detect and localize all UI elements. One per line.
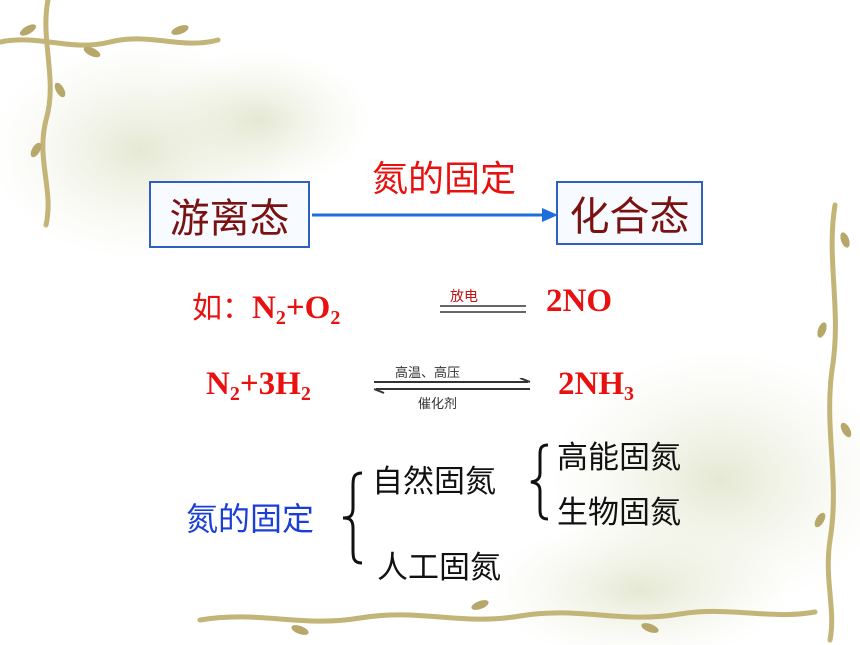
n-subscript: 2 <box>275 307 286 329</box>
vine-leaves <box>19 24 852 635</box>
target-state-box: 化合态 <box>556 181 703 245</box>
equation-1-equals <box>440 305 526 313</box>
o-symbol: +O <box>285 290 331 326</box>
arrow-label: 氮的固定 <box>372 159 517 200</box>
n-symbol: N <box>252 290 276 326</box>
natural-child-biological: 生物固氮 <box>557 495 681 531</box>
vine-border <box>0 0 838 643</box>
natural-brace <box>530 443 549 521</box>
natural-child-high-energy: 高能固氮 <box>557 440 681 476</box>
equation-2-condition-bottom: 催化剂 <box>418 397 458 412</box>
source-state-label: 游离态 <box>169 195 290 242</box>
equation-1-product: 2NO <box>546 283 612 319</box>
nh-symbol: 2NH <box>558 366 624 402</box>
equation-2-product: 2NH3 <box>558 366 634 406</box>
nh-subscript: 3 <box>624 383 634 405</box>
natural-fixation-label: 自然固氮 <box>372 464 496 500</box>
example-prefix: 如： <box>192 291 252 326</box>
root-brace <box>342 471 363 565</box>
equation-2-reversible-arrow <box>373 378 531 394</box>
equation-2-condition-top: 高温、高压 <box>395 366 461 381</box>
n-subscript: 2 <box>229 383 240 405</box>
equation-2-reactants: N2+3H2 <box>206 366 311 406</box>
h-subscript: 2 <box>300 383 311 405</box>
target-state-label: 化合态 <box>569 194 690 240</box>
source-state-box: 游离态 <box>149 181 310 248</box>
h-symbol: +3H <box>239 366 301 402</box>
equation-1-reactants: 如：N2+O2 <box>192 283 340 330</box>
artificial-fixation-label: 人工固氮 <box>377 550 501 586</box>
fixation-arrow <box>312 208 558 222</box>
equation-1-condition: 放电 <box>450 289 478 305</box>
classification-root: 氮的固定 <box>186 500 315 538</box>
n-symbol: N <box>206 366 230 402</box>
o-subscript: 2 <box>330 307 341 329</box>
